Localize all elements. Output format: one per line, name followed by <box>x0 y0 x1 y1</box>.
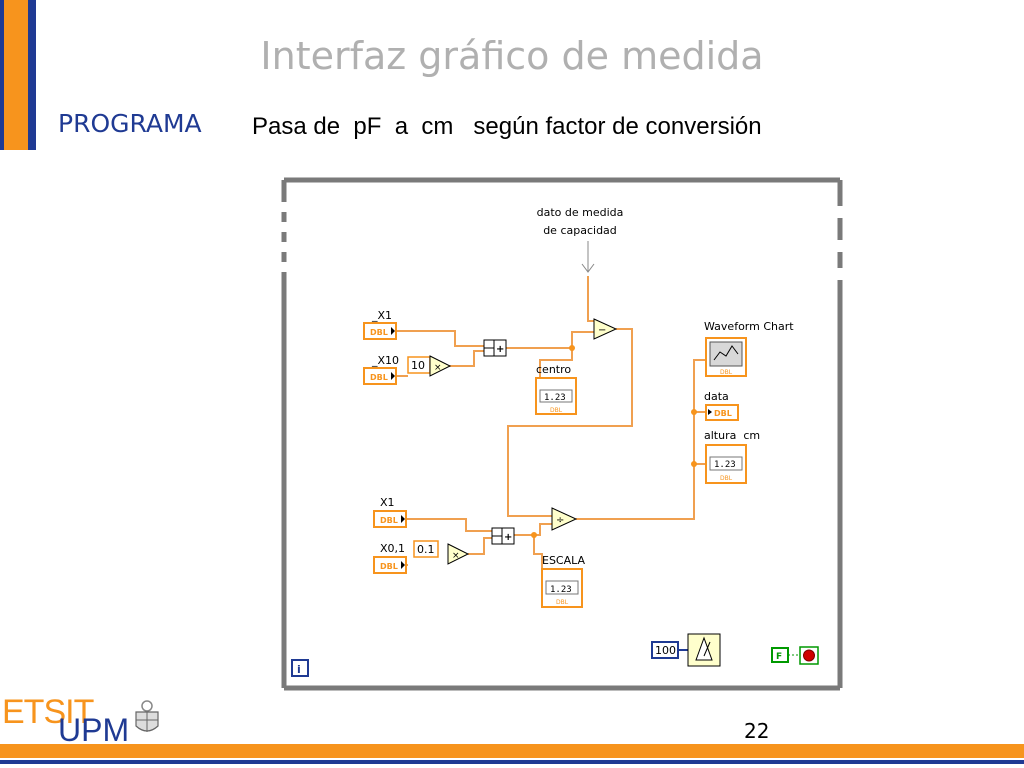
false-constant-value: F <box>776 652 782 662</box>
indicator-centro-label: centro <box>536 363 571 376</box>
input-annotation-line1: dato de medida <box>537 206 624 219</box>
input-annotation-line2: de capacidad <box>543 224 617 237</box>
control-X1[interactable]: DBL <box>373 510 407 528</box>
crest-icon <box>135 700 159 732</box>
while-loop-frame <box>280 177 844 691</box>
block-diagram: dato de medida de capacidad _X1 DBL _X10 <box>280 177 844 691</box>
control-x10-type: DBL <box>370 373 388 382</box>
indicator-altura-value: 1.23 <box>714 460 736 470</box>
slide-subtitle: Pasa de pF a cm según factor de conversi… <box>252 113 762 140</box>
svg-text:×: × <box>434 363 442 373</box>
info-icon: i <box>291 659 309 677</box>
indicator-data-label: data <box>704 390 729 403</box>
waveform-chart-type: DBL <box>720 369 733 376</box>
svg-text:+: + <box>504 532 512 543</box>
control-x01[interactable]: DBL <box>373 556 407 574</box>
waveform-chart-terminal: DBL <box>705 337 747 377</box>
control-x10-label: _X10 <box>371 354 399 367</box>
control-x10[interactable]: DBL <box>363 367 397 385</box>
multiply-node-1[interactable]: × <box>429 355 452 377</box>
constant-10[interactable]: 10 <box>407 356 431 374</box>
info-icon-glyph: i <box>297 663 301 676</box>
indicator-altura-label: altura cm <box>704 429 760 442</box>
constant-100-value: 100 <box>655 644 676 657</box>
divide-node[interactable]: ÷ <box>551 507 578 531</box>
svg-text:−: − <box>598 325 606 336</box>
constant-100[interactable]: 100 <box>651 641 679 659</box>
indicator-escala-type: DBL <box>556 599 569 606</box>
upm-logo: UPM <box>58 712 130 748</box>
control-x01-type: DBL <box>380 562 398 571</box>
waveform-chart-label: Waveform Chart <box>704 320 794 333</box>
false-constant[interactable]: F <box>771 647 789 663</box>
constant-10-value: 10 <box>411 359 425 372</box>
indicator-data-type: DBL <box>714 409 732 418</box>
control-x1-type: DBL <box>370 328 388 337</box>
compound-add-node-2[interactable]: + <box>491 527 515 545</box>
metronome-icon <box>687 633 721 667</box>
control-X1-type: DBL <box>380 516 398 525</box>
svg-text:÷: ÷ <box>556 515 564 526</box>
indicator-centro: 1.23 DBL <box>535 377 577 415</box>
left-accent-bar-orange <box>4 0 28 150</box>
indicator-altura-type: DBL <box>720 475 733 482</box>
slide-title: Interfaz gráfico de medida <box>260 34 764 78</box>
stop-icon <box>799 646 819 665</box>
footer-bar-blue <box>0 760 1024 764</box>
control-x1-label: _X1 <box>371 309 392 322</box>
constant-0-1[interactable]: 0.1 <box>413 540 439 558</box>
etsit-logo: ETSIT <box>2 693 94 731</box>
indicator-escala: 1.23 DBL <box>541 568 583 608</box>
indicator-centro-type: DBL <box>550 407 563 414</box>
control-x01-label: X0,1 <box>380 542 405 555</box>
input-arrow <box>581 241 595 273</box>
control-X1-label: X1 <box>380 496 395 509</box>
svg-text:+: + <box>496 344 504 355</box>
indicator-escala-label: ESCALA <box>542 554 586 567</box>
page-number: 22 <box>744 719 770 743</box>
subtract-node[interactable]: − <box>593 318 618 340</box>
indicator-data: DBL <box>705 404 739 421</box>
control-x1[interactable]: DBL <box>363 322 397 340</box>
indicator-escala-value: 1.23 <box>550 585 572 595</box>
multiply-node-2[interactable]: × <box>447 543 470 565</box>
indicator-centro-value: 1.23 <box>544 393 566 403</box>
svg-text:×: × <box>452 551 460 561</box>
section-label: PROGRAMA <box>58 109 202 138</box>
footer-bar-orange <box>0 744 1024 758</box>
constant-0-1-value: 0.1 <box>417 543 435 556</box>
wire-junctions <box>531 345 697 538</box>
indicator-altura: 1.23 DBL <box>705 444 747 484</box>
wires <box>396 276 706 571</box>
compound-add-node-1[interactable]: + <box>483 339 507 357</box>
